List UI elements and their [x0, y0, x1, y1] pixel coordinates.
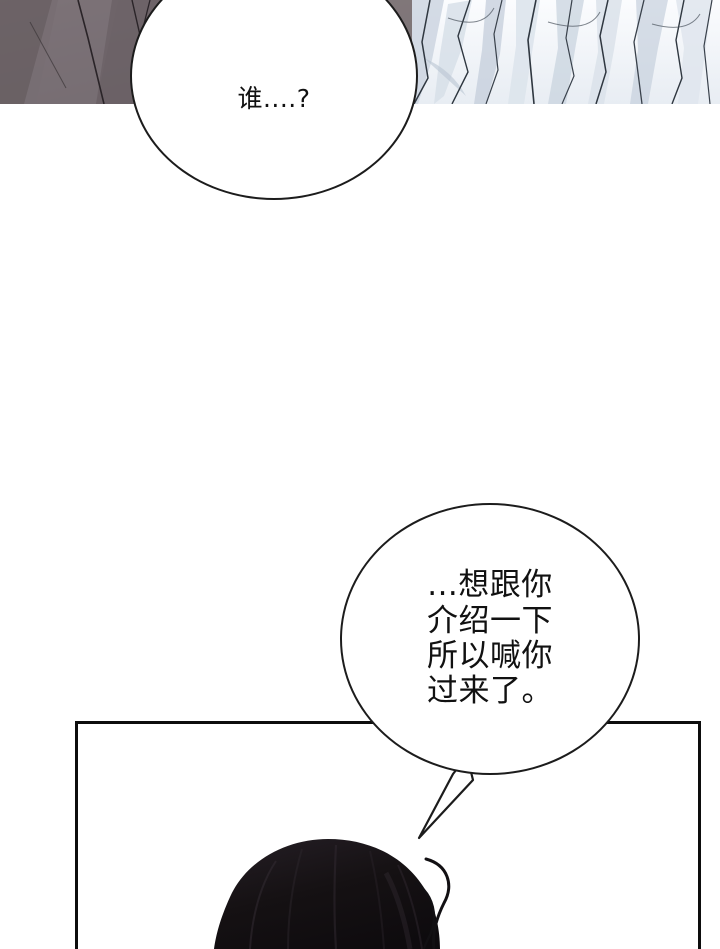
character-back-of-head: [214, 839, 451, 949]
speech-bubble-who-text: 谁....?: [237, 84, 311, 114]
bottom-framed-panel: [75, 721, 701, 949]
speech-bubble-introduction-text: ...想跟你 介绍一下 所以喊你 过来了。: [427, 567, 553, 710]
panel-interior: [78, 724, 698, 949]
speech-bubble-introduction: ...想跟你 介绍一下 所以喊你 过来了。: [340, 503, 640, 775]
speech-bubble-who: 谁....?: [130, 0, 418, 200]
